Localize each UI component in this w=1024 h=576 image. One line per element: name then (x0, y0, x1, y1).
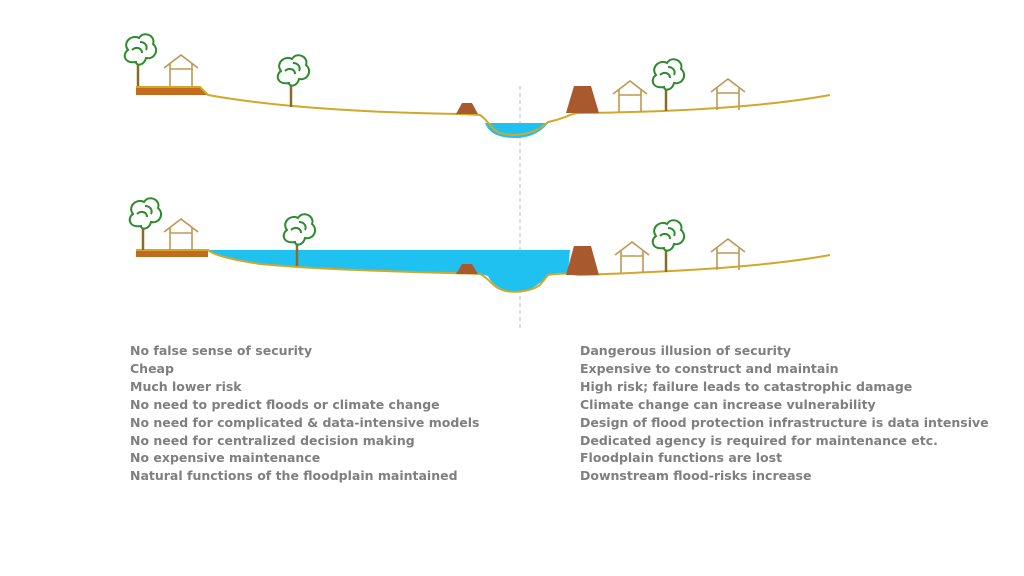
list-item: Climate change can increase vulnerabilit… (580, 396, 989, 414)
top-ground-line (136, 87, 830, 135)
list-item: Downstream flood-risks increase (580, 467, 989, 485)
top-left-tree-icon (125, 34, 156, 86)
bottom-right-house-2-icon (711, 239, 745, 270)
top-floodplain-tree-icon (278, 55, 309, 107)
bottom-right-house-1-icon (615, 242, 649, 273)
bottom-left-tree-icon (130, 198, 161, 250)
list-item: Expensive to construct and maintain (580, 360, 989, 378)
top-left-house-icon (164, 55, 198, 86)
top-large-embankment (566, 86, 599, 113)
top-left-terrace (136, 87, 208, 95)
list-item: No expensive maintenance (130, 449, 479, 467)
bottom-large-embankment (566, 246, 599, 275)
list-item: No need to predict floods or climate cha… (130, 396, 479, 414)
top-small-embankment (456, 103, 478, 114)
list-item: Cheap (130, 360, 479, 378)
list-item: Natural functions of the floodplain main… (130, 467, 479, 485)
list-item: High risk; failure leads to catastrophic… (580, 378, 989, 396)
bottom-left-house-icon (164, 219, 198, 250)
top-cross-section (125, 34, 830, 138)
bottom-right-tree-icon (653, 220, 684, 272)
list-item: Floodplain functions are lost (580, 449, 989, 467)
list-item: No false sense of security (130, 342, 479, 360)
top-right-tree-icon (653, 59, 684, 111)
list-item: No need for centralized decision making (130, 432, 479, 450)
embankment-drawbacks-list: Dangerous illusion of security Expensive… (580, 342, 989, 485)
list-item: Design of flood protection infrastructur… (580, 414, 989, 432)
floodplain-benefits-list: No false sense of security Cheap Much lo… (130, 342, 479, 485)
top-right-house-1-icon (613, 81, 647, 112)
list-item: Dangerous illusion of security (580, 342, 989, 360)
bottom-cross-section (130, 198, 830, 292)
list-item: No need for complicated & data-intensive… (130, 414, 479, 432)
list-item: Much lower risk (130, 378, 479, 396)
list-item: Dedicated agency is required for mainten… (580, 432, 989, 450)
bottom-left-terrace (136, 250, 208, 257)
floodplain-cross-section-diagram (0, 0, 1024, 330)
